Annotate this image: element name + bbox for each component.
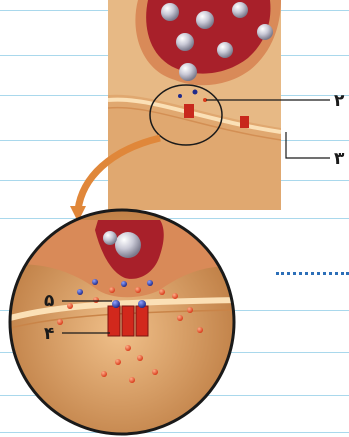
label-2: ۲ (334, 91, 345, 111)
label-5: ۵ (44, 291, 54, 311)
pointer-line-3 (286, 132, 330, 158)
synapse-top-panel (108, 0, 281, 210)
label-4: ۴ (44, 324, 54, 344)
label-3: ۳ (334, 149, 345, 169)
zoom-circle (0, 200, 240, 437)
